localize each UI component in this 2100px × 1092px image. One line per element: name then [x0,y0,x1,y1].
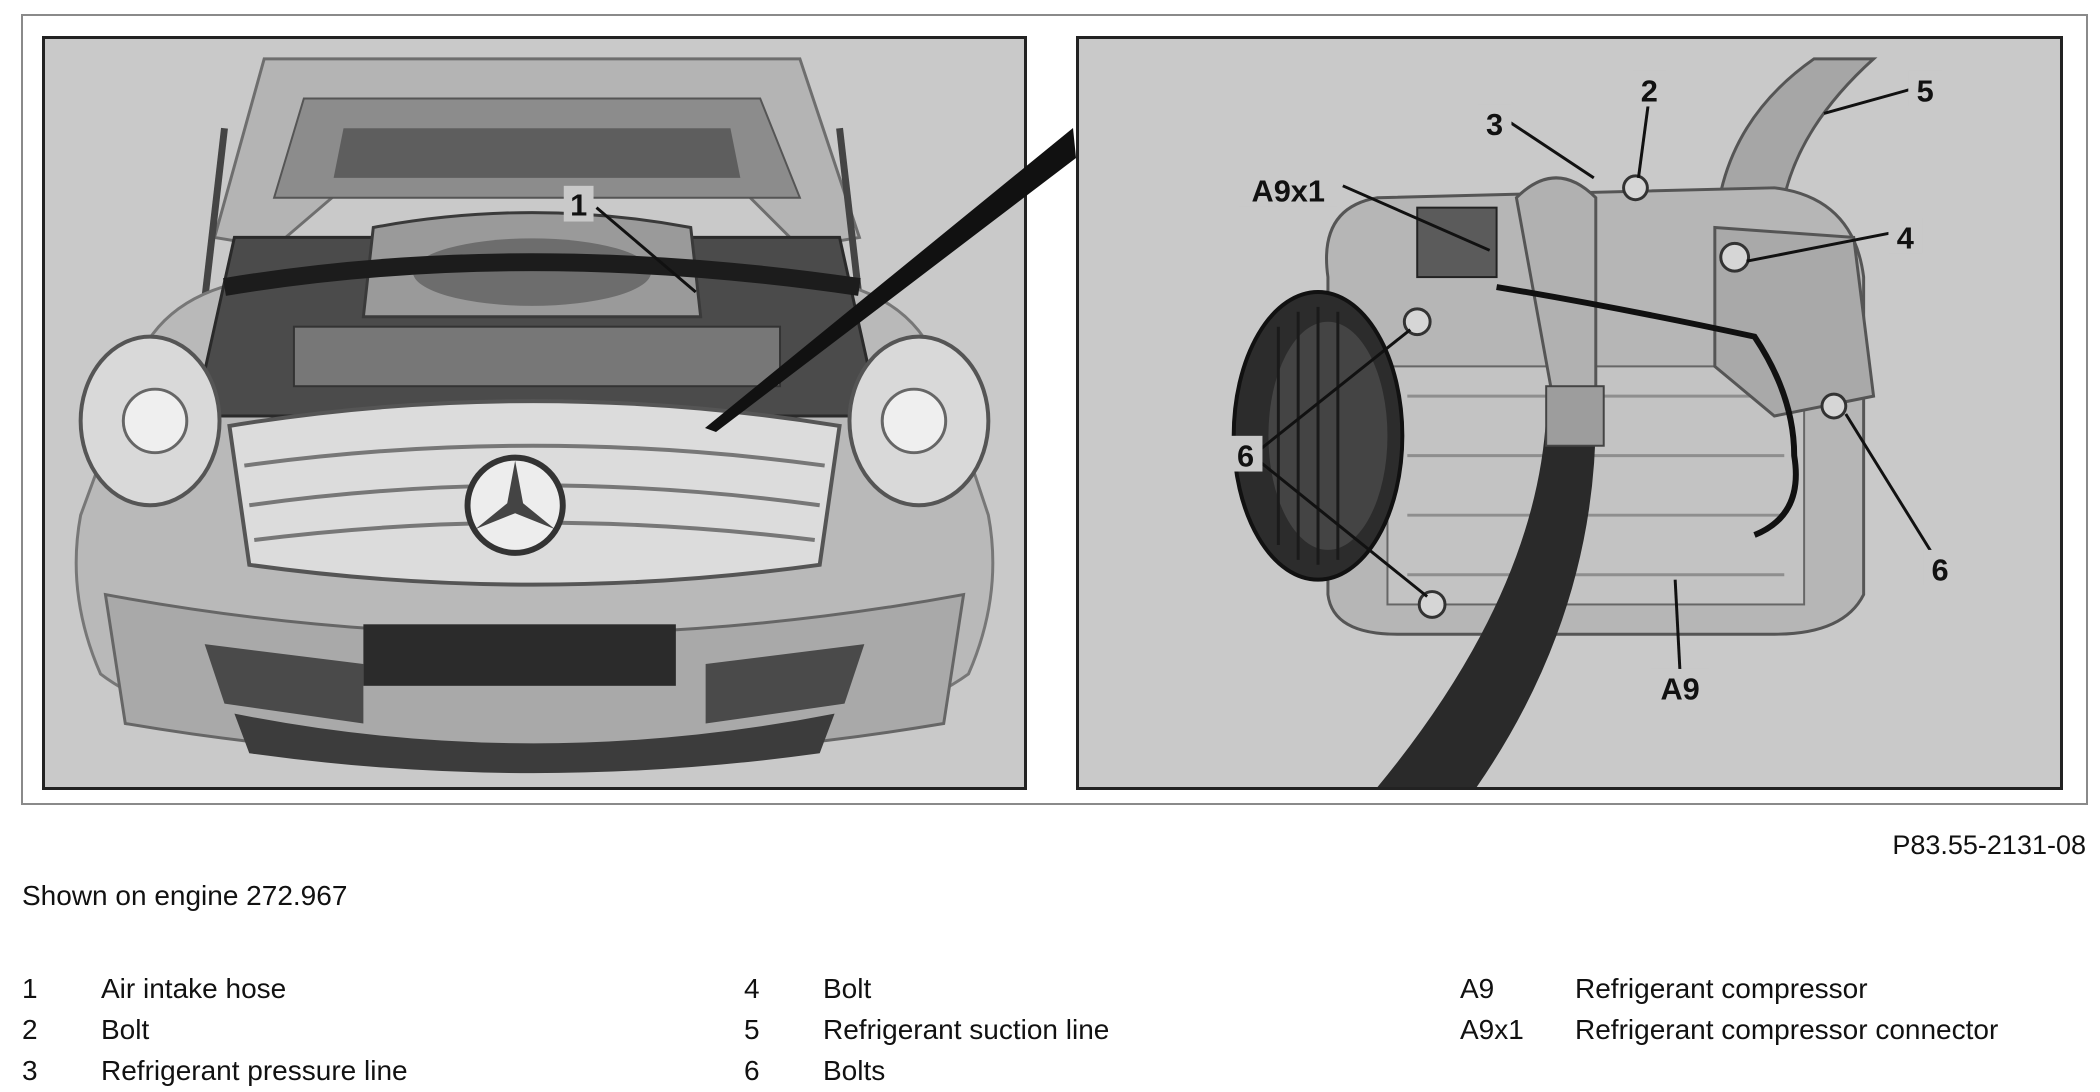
legend-label: Refrigerant suction line [823,1014,1110,1045]
legend-label: Refrigerant pressure line [101,1055,408,1086]
legend-item: 6 Bolts [744,1050,1109,1091]
callout-5: 5 [1917,73,1934,108]
legend-label: Air intake hose [101,973,287,1004]
callout-2: 2 [1641,73,1658,108]
callout-3: 3 [1486,107,1503,142]
callout-4: 4 [1897,220,1914,255]
legend-label: Bolt [823,973,872,1004]
legend-item: A9 Refrigerant compressor [1460,968,1998,1009]
legend-column-3: A9 Refrigerant compressor A9x1 Refrigerant… [1460,968,1998,1050]
legend-item: 5 Refrigerant suction line [744,1009,1109,1050]
legend-key: A9x1 [1460,1014,1524,1045]
legend-column-1: 1 Air intake hose 2 Bolt 3 Refrigerant pres… [22,968,408,1091]
legend-item: 2 Bolt [22,1009,408,1050]
legend-key: 2 [22,1014,38,1045]
legend-key: 3 [22,1055,38,1086]
legend-item: 1 Air intake hose [22,968,408,1009]
legend-key: 5 [744,1014,760,1045]
legend-label: Refrigerant compressor [1575,973,1868,1004]
compressor-detail-photo: 2 3 5 4 A9x1 6 6 A9 [1076,36,2063,790]
legend-key: A9 [1460,973,1495,1004]
legend-key: 6 [744,1055,760,1086]
legend-key: 1 [22,973,38,1004]
callout-a9x1: A9x1 [1251,174,1325,209]
legend-label: Refrigerant compressor connector [1575,1014,1999,1045]
callout-6-right: 6 [1931,553,1948,588]
legend-label: Bolts [823,1055,886,1086]
legend-item: 4 Bolt [744,968,1109,1009]
legend-key: 4 [744,973,760,1004]
legend-item: A9x1 Refrigerant compressor connector [1460,1009,1998,1050]
figure-id: P83.55-2131-08 [1892,830,2086,860]
legend-column-2: 4 Bolt 5 Refrigerant suction line 6 Bolts [744,968,1109,1091]
vehicle-front-photo: 1 [42,36,1027,790]
legend-label: Bolt [101,1014,150,1045]
callout-6-left: 6 [1237,439,1254,474]
compressor-illustration: 2 3 5 4 A9x1 6 6 A9 [1079,39,2060,787]
legend-item: 3 Refrigerant pressure line [22,1050,408,1091]
figure-caption: Shown on engine 272.967 [22,880,348,911]
vehicle-front-illustration: 1 [45,39,1024,787]
callout-a9: A9 [1660,672,1699,707]
callout-1: 1 [570,188,587,223]
